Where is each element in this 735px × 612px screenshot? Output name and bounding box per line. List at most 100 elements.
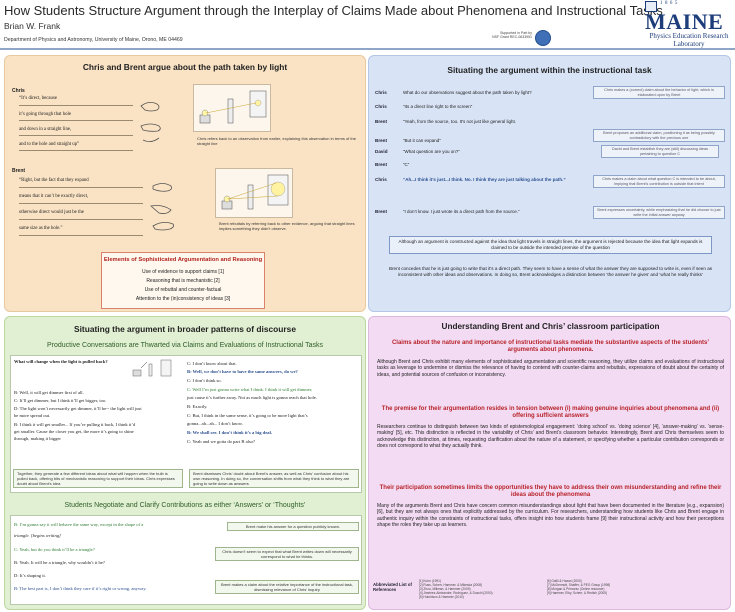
chris-quote-line: it’s going through that hole xyxy=(19,112,71,117)
dialogue-line: get smaller. Cause the closer you get, t… xyxy=(14,429,134,434)
transcript-line: “But it can expand” xyxy=(403,138,441,143)
body-paragraph: Although Brent and Chris exhibit many el… xyxy=(377,359,724,378)
dialogue-line: C: It’ll get dimmer, but I think it’ll g… xyxy=(14,398,107,403)
element-item: Use of rebuttal and counter-factual xyxy=(144,287,222,293)
transcript-speaker: Chris xyxy=(375,104,387,109)
transcript-speaker: Brent xyxy=(375,138,387,143)
dialogue-line: be more spread out. xyxy=(14,413,51,418)
argument-summary-box: Although an argument is constructed agai… xyxy=(389,236,712,254)
chris-quote-line: and down in a straight line, xyxy=(19,127,72,132)
quote-rule xyxy=(19,135,133,136)
references-label: Abbreviated List of References xyxy=(373,582,412,592)
dialogue-line: C: I don’t know about that. xyxy=(187,361,237,366)
panel-title: Chris and Brent argue about the path tak… xyxy=(82,62,288,72)
claim-heading: Claims about the nature and importance o… xyxy=(391,340,710,353)
quote-rule xyxy=(19,150,133,151)
transcript-line: “Ah...I think it’s just...I think. No. I… xyxy=(403,177,566,182)
transcript-speaker: Brent xyxy=(375,119,387,124)
panel-title: Situating the argument in broader patter… xyxy=(74,324,296,334)
panel-discourse-patterns: Situating the argument in broader patter… xyxy=(4,316,366,610)
transcript-speaker: Chris xyxy=(375,177,387,182)
prompt-question: What will change when the light is pulle… xyxy=(14,359,108,364)
quote-rule xyxy=(19,235,143,236)
dialogue-line: just cause it’s further away. Not as muc… xyxy=(187,395,317,400)
funding-note: Supported in Part by NSF Grant REC-06339… xyxy=(492,31,532,40)
dialogue-line: B: Yeah. It will be a triangle, why woul… xyxy=(14,560,105,565)
quote-rule xyxy=(19,203,143,204)
dialogue-line: D: The light won’t necessarily get dimme… xyxy=(14,406,142,411)
transcript-speaker: Brent xyxy=(375,209,387,214)
hand-gesture-icon xyxy=(140,102,161,142)
lab-name: Physics Education Research Laboratory xyxy=(649,32,729,48)
transcript-speaker: Brent xyxy=(375,162,387,167)
transcript-line: “What question are you on?” xyxy=(403,149,460,154)
dialogue-line: C: Yeah, but do you think it’ll be a tri… xyxy=(14,547,95,552)
panel-classroom-participation: Understanding Brent and Chris’ classroom… xyxy=(368,316,731,610)
dialogue-line: B: Exactly. xyxy=(187,404,208,409)
brent-quote-line: “Right, but the fact that they expand xyxy=(19,178,89,183)
dialogue-line: B: The best part is, I don’t think they … xyxy=(14,586,147,591)
nsf-logo-icon xyxy=(535,30,551,46)
element-item: Use of evidence to support claims [1] xyxy=(142,269,224,275)
poster-title: How Students Structure Argument through … xyxy=(4,3,663,18)
dialogue-line: C: Yeah and we gotta do part B also? xyxy=(187,439,256,444)
panel-title: Understanding Brent and Chris’ classroom… xyxy=(441,322,660,331)
annotation-note: Chris doesn’t seem to expect that what B… xyxy=(215,547,359,561)
claim-heading: The premise for their argumentation resi… xyxy=(381,406,720,419)
chris-quote-line: and to the hole and straight up” xyxy=(19,142,80,147)
author-name: Brian W. Frank xyxy=(4,21,61,31)
transcript-line: “Yeah, from the source, too. It’s not ju… xyxy=(403,119,517,124)
transcript-speaker: Chris xyxy=(375,90,387,95)
chris-caption: Chris refers back to an observation from… xyxy=(197,136,356,146)
annotation-note: Brent make his answer for a question pub… xyxy=(227,522,359,531)
light-setup-diagram xyxy=(199,90,267,124)
transcript-box: B: I’m gonna say it will behave the same… xyxy=(10,515,362,605)
brent-quote-line: otherwise direct would just be the xyxy=(19,210,84,215)
transcript-speaker: David xyxy=(375,149,388,154)
transcript-box: What will change when the light is pulle… xyxy=(10,355,362,493)
discourse-summary-right: Brent dismisses Chris’ doubt about Brent… xyxy=(189,469,359,488)
header-divider xyxy=(0,48,735,50)
dialogue-line: through, making it bigger xyxy=(14,436,61,441)
light-expansion-illustration xyxy=(215,168,293,218)
light-expansion-diagram xyxy=(221,174,289,210)
quote-rule xyxy=(19,105,133,106)
reference-list: [1] Kuhn (1991) [2] Russ, Scherr, Hammer… xyxy=(419,579,493,599)
speaker-chris: Chris xyxy=(12,88,25,94)
dialogue-line: C: I don’t think so. xyxy=(187,378,222,383)
hand-gesture-icon xyxy=(150,183,174,231)
body-paragraph: Many of the arguments Brent and Chris ha… xyxy=(377,503,724,529)
section-subtitle: Students Negotiate and Clarify Contribut… xyxy=(64,502,306,509)
annotation-note: Chris makes a claim about what question … xyxy=(593,175,725,189)
dialogue-line: gonna...ah...ah... I don’t know. xyxy=(187,421,243,426)
dialogue-line: B: Well, we don’t have to have the same … xyxy=(187,369,298,374)
lamp-setup-icon xyxy=(132,359,172,377)
panel-argument-path: Chris and Brent argue about the path tak… xyxy=(4,55,366,312)
annotation-note: Brent expresses uncertainty, while empha… xyxy=(593,206,725,220)
section-subtitle: Productive Conversations are Thwarted vi… xyxy=(47,342,323,349)
annotation-note: Brent makes a claim about the relative i… xyxy=(215,580,359,594)
chris-quote-line: “It’s direct, because xyxy=(19,96,57,101)
transcript-line: What do our observations suggest about t… xyxy=(403,90,532,95)
dialogue-line: C: Well I’m just gonna write what I thin… xyxy=(187,387,313,392)
panel-instructional-task: Situating the argument within the instru… xyxy=(368,55,731,312)
dialogue-line: B: I’m gonna say it will behave the same… xyxy=(14,522,144,527)
dialogue-line: D: It’s shaping it. xyxy=(14,573,46,578)
university-logo: MAINE xyxy=(645,9,724,34)
speaker-brent: Brent xyxy=(12,168,26,174)
brent-quote-line: same size as the hole.” xyxy=(19,226,63,231)
quote-rule xyxy=(19,187,143,188)
annotation-note: Chris makes a (correct) claim about the … xyxy=(593,86,725,100)
brent-quote-line: means that it can’t be exactly direct, xyxy=(19,194,89,199)
transcript-line: “Its a direct line right to the screen” xyxy=(403,104,473,109)
annotation-note: David and Brent establish they are (stil… xyxy=(601,145,719,159)
argument-summary-text: Brent concedes that he is just going to … xyxy=(388,266,713,277)
elements-box: Elements of Sophisticated Argumentation … xyxy=(101,252,265,309)
annotation-note: Brent proposes an additional claim, posi… xyxy=(593,129,725,143)
transcript-line: “I don’t know. I just wrote its a direct… xyxy=(403,209,520,214)
element-item: Reasoning that is mechanistic [2] xyxy=(146,278,220,284)
element-item: Attention to the (in)consistency of idea… xyxy=(135,296,231,302)
light-setup-illustration xyxy=(193,84,271,132)
panel-title: Situating the argument within the instru… xyxy=(447,65,652,75)
dialogue-line: triangle. [begins writing] xyxy=(14,533,61,538)
